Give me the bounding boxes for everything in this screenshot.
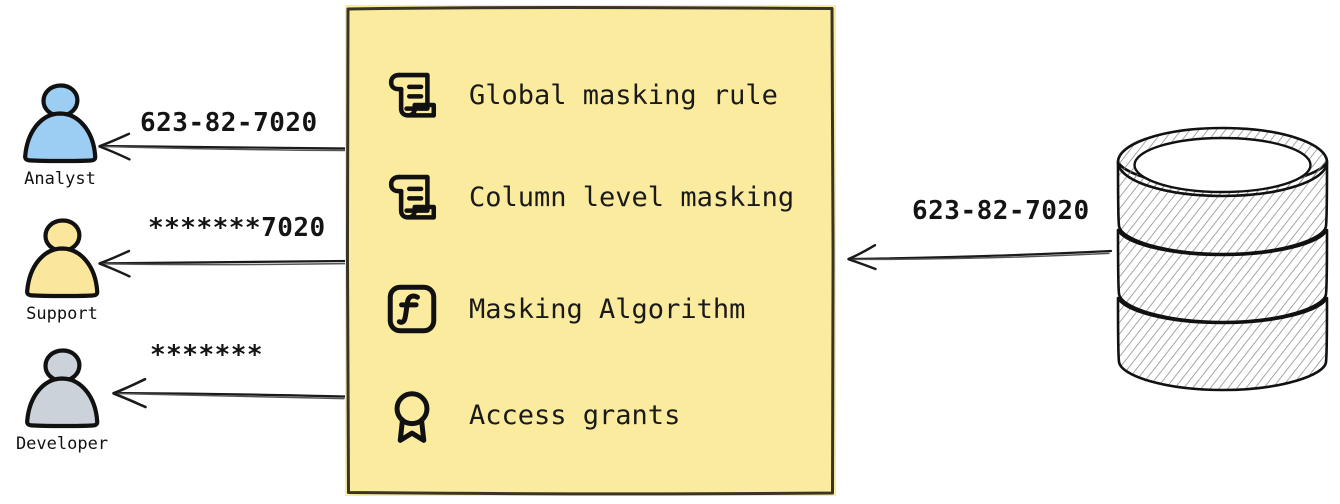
persona-label: Support xyxy=(26,304,98,324)
policy-item-access-grants[interactable]: Access grants xyxy=(383,383,680,447)
left-arrow-icon xyxy=(112,377,347,409)
left-arrow-icon xyxy=(847,244,1112,271)
left-arrow-icon xyxy=(98,249,348,278)
persona-analyst[interactable]: Analyst xyxy=(0,80,120,189)
persona-support[interactable]: Support xyxy=(2,215,122,324)
analyst-value: 623-82-7020 xyxy=(140,108,318,138)
award-ribbon-icon xyxy=(394,391,430,443)
policy-panel: Global masking rule Column level masking xyxy=(345,5,836,496)
policy-item-label: Access grants xyxy=(469,399,681,431)
policy-item-masking-algorithm[interactable]: Masking Algorithm xyxy=(383,277,745,341)
policy-item-label: Column level masking xyxy=(469,181,795,213)
support-value: *******7020 xyxy=(148,213,326,243)
developer-value: ******* xyxy=(150,340,264,370)
persona-developer[interactable]: Developer xyxy=(2,345,122,454)
source-raw-value: 623-82-7020 xyxy=(912,196,1090,226)
policy-item-label: Masking Algorithm xyxy=(469,293,746,325)
persona-label: Developer xyxy=(15,434,109,454)
user-avatar-icon xyxy=(25,218,100,299)
user-avatar-icon xyxy=(23,83,98,164)
policy-item-global-masking-rule[interactable]: Global masking rule xyxy=(383,63,778,127)
user-avatar-icon xyxy=(25,348,100,429)
policy-item-column-level-masking[interactable]: Column level masking xyxy=(383,165,794,229)
function-f-box-icon xyxy=(387,284,437,334)
persona-label: Analyst xyxy=(24,169,96,189)
left-arrow-icon xyxy=(98,132,348,161)
database-cylinder-icon xyxy=(1116,126,1329,392)
scroll-document-icon xyxy=(388,174,437,220)
policy-item-label: Global masking rule xyxy=(469,79,778,111)
scroll-document-icon xyxy=(388,72,437,118)
